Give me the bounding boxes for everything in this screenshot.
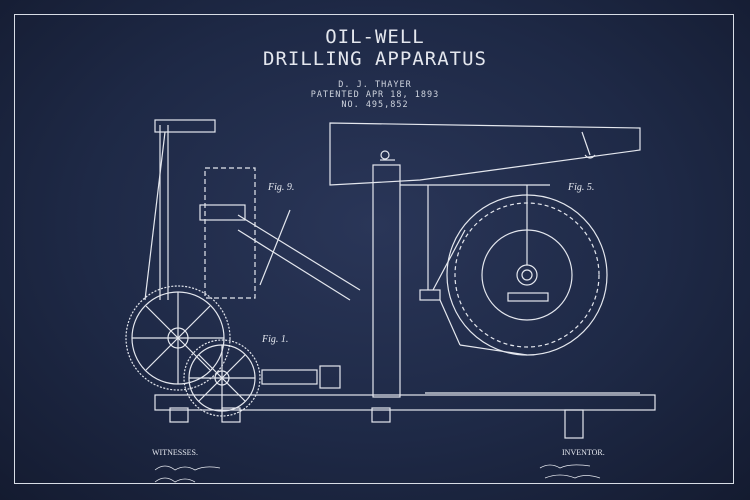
witness-signature: [154, 465, 221, 471]
title-line-1: OIL-WELL: [325, 26, 425, 48]
band-wheel: [400, 184, 608, 356]
fig9-clamp: [199, 204, 361, 301]
fig9-label: Fig. 9.: [268, 182, 295, 193]
inventor-name: D. J. THAYER: [338, 80, 412, 90]
patent-date: PATENTED APR 18, 1893: [310, 90, 440, 100]
pinion-wheel: [183, 339, 341, 417]
fig1-label: Fig. 1.: [262, 334, 289, 345]
left-frame: [144, 119, 256, 301]
gear-wheel: [125, 285, 231, 391]
sampson-post: [372, 150, 401, 398]
witness-signature-2: [154, 477, 196, 483]
fig5-label: Fig. 5.: [568, 182, 595, 193]
inventor-label: INVENTOR.: [562, 448, 605, 457]
title-line-2: DRILLING APPARATUS: [263, 48, 487, 70]
witnesses-label: WITNESSES.: [152, 448, 198, 457]
walking-beam: [329, 122, 641, 186]
inventor-signature: [539, 464, 601, 479]
border-frame: [14, 14, 734, 484]
patent-number: NO. 495,852: [341, 100, 409, 110]
base-beam: [154, 392, 656, 439]
